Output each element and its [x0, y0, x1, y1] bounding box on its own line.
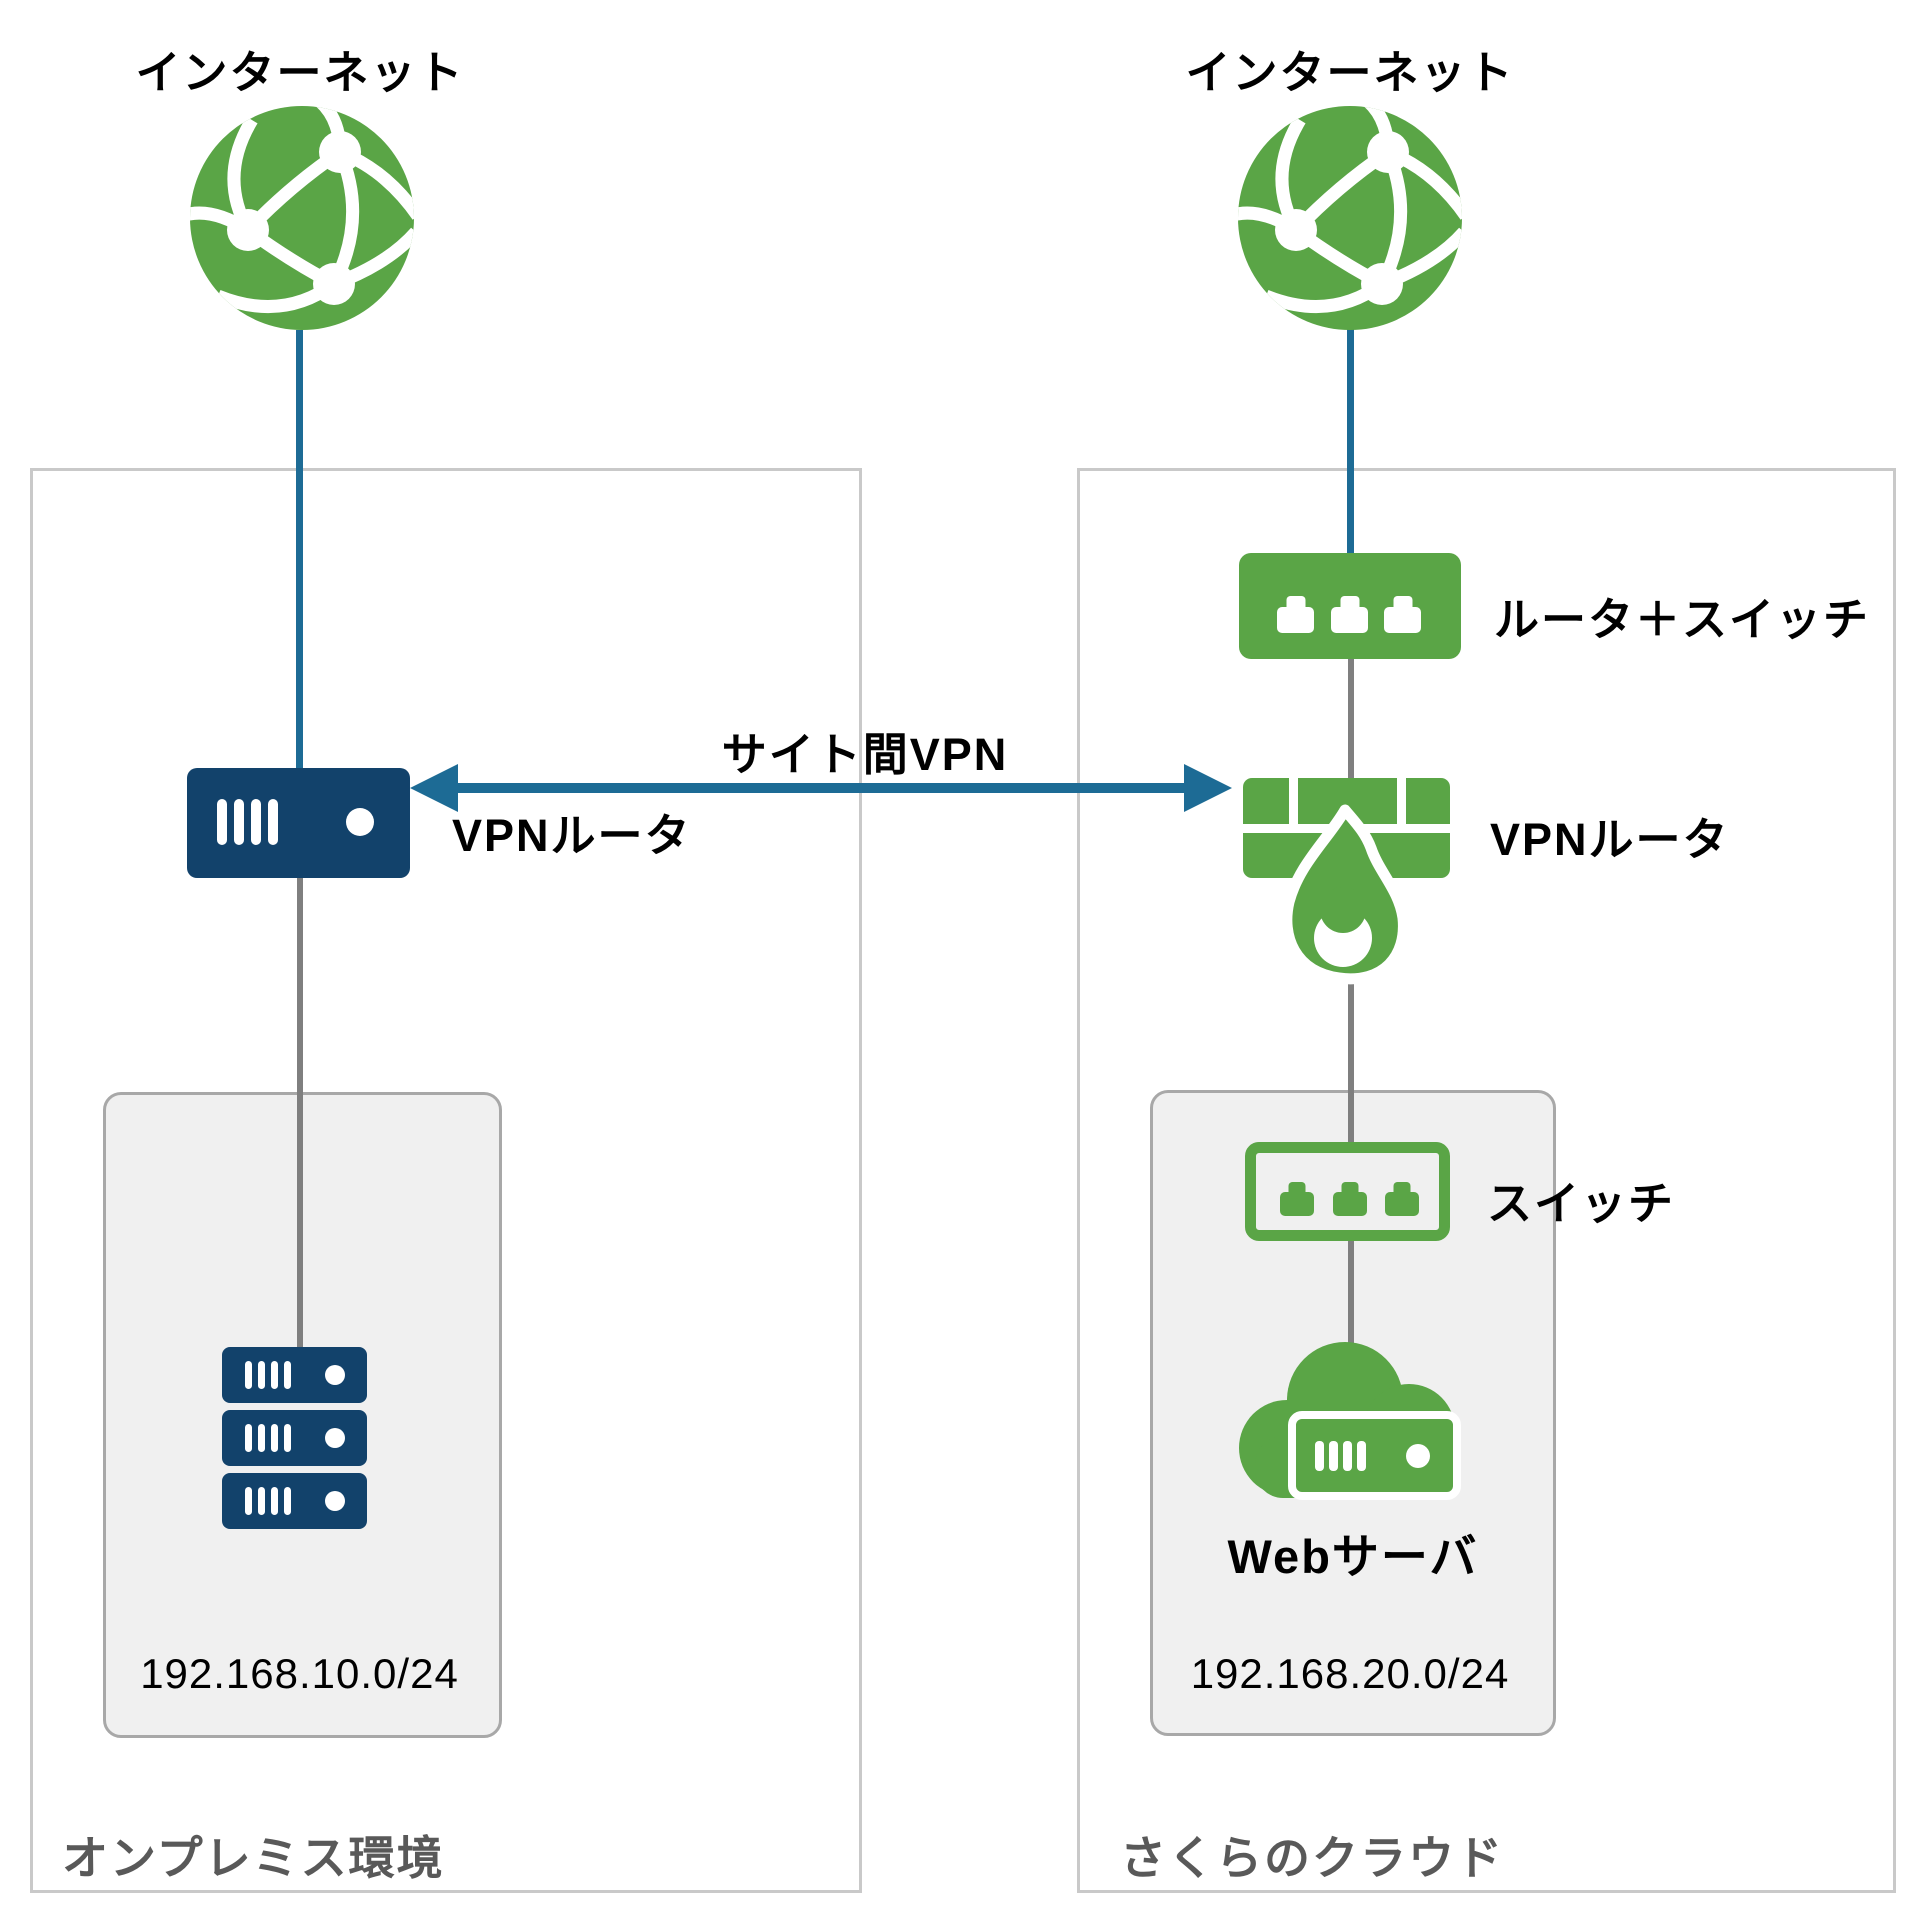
link-switch-to-web-server [1348, 1239, 1354, 1344]
server-icon [222, 1473, 367, 1529]
rack-bar [268, 799, 278, 845]
link-internet-to-router-switch [1347, 328, 1354, 556]
port-icon [1333, 1192, 1367, 1216]
vpn-arrow-line [450, 783, 1190, 793]
vpn-router-label-right: VPNルータ [1490, 814, 1730, 865]
port-icon [1277, 607, 1314, 633]
port-icon [1331, 607, 1368, 633]
cloud-server-icon [1239, 1342, 1461, 1500]
router-switch-label: ルータ＋スイッチ [1494, 594, 1871, 645]
switch-icon [1245, 1142, 1450, 1241]
zone-label-sakura-cloud: さくらのクラウド [1120, 1832, 1504, 1884]
rack-led-dot [325, 1428, 345, 1448]
rack-bar [251, 799, 261, 845]
vpn-router-label-left: VPNルータ [452, 810, 692, 861]
internet-label-right: インターネット [1185, 47, 1515, 98]
web-server-label: Webサーバ [1227, 1530, 1479, 1583]
rack-led-dot [325, 1365, 345, 1385]
vpn-arrow-head-left-icon [410, 764, 458, 812]
rack-bar [284, 1487, 291, 1515]
rack-bar [258, 1361, 265, 1389]
cloud-server-box [1288, 1411, 1461, 1500]
internet-globe-icon [190, 106, 414, 330]
rack-bar [258, 1487, 265, 1515]
link-firewall-to-switch [1348, 978, 1354, 1144]
rack-bar [284, 1361, 291, 1389]
site-to-site-vpn-label: サイト間VPN [721, 729, 1009, 780]
subnet-label-left: 192.168.10.0/24 [140, 1650, 459, 1697]
vpn-arrow-head-right-icon [1184, 764, 1232, 812]
rack-bar [217, 799, 227, 845]
zone-label-on-premises: オンプレミス環境 [62, 1832, 445, 1884]
port-icon [1280, 1192, 1314, 1216]
globe-network-nodes [227, 131, 361, 305]
vpn-router-icon [187, 768, 410, 878]
subnet-label-right: 192.168.20.0/24 [1190, 1650, 1510, 1697]
internet-label-left: インターネット [135, 47, 465, 98]
port-icon [1385, 1192, 1419, 1216]
rack-bar [234, 799, 244, 845]
link-vpn-router-to-servers [297, 876, 303, 1350]
rack-bar [245, 1424, 252, 1452]
server-icon [222, 1410, 367, 1466]
rack-bar [284, 1424, 291, 1452]
globe-network-nodes [1275, 131, 1409, 305]
router-switch-icon [1239, 553, 1461, 659]
link-internet-to-vpn-router [296, 330, 303, 770]
rack-bar [271, 1487, 278, 1515]
rack-bar [245, 1487, 252, 1515]
rack-bar [258, 1424, 265, 1452]
rack-led-dot [325, 1491, 345, 1511]
server-icon [222, 1347, 367, 1403]
port-icon [1384, 607, 1421, 633]
firewall-flame [1281, 804, 1409, 985]
switch-label: スイッチ [1487, 1178, 1676, 1229]
firewall-icon [1243, 778, 1450, 985]
rack-bar [245, 1361, 252, 1389]
internet-globe-icon [1238, 106, 1462, 330]
link-router-switch-to-firewall [1348, 659, 1354, 782]
rack-bar [271, 1361, 278, 1389]
cloud-zone-box [1077, 468, 1896, 1893]
rack-bar [271, 1424, 278, 1452]
on-premises-zone-box [30, 468, 862, 1893]
rack-led-dot [346, 808, 374, 836]
